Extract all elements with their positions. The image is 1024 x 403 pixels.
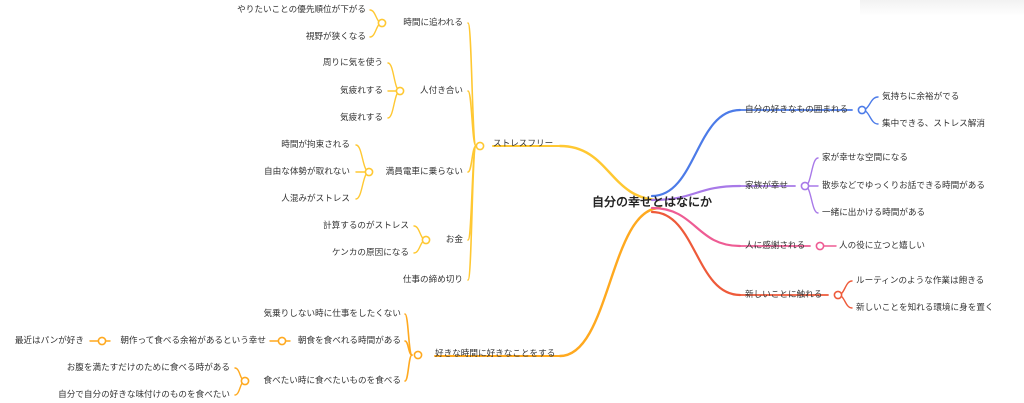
root-topic[interactable]: 自分の幸せとはなにか (592, 195, 713, 209)
choshoku-toggle[interactable] (277, 336, 287, 346)
node-kazoku-c1[interactable]: 家が幸せな空間になる (822, 153, 908, 163)
stressfree-sub-link-2 (467, 90, 477, 147)
node-tabetai-c2[interactable]: 自分で自分の好きな味付けのものを食べたい (58, 390, 230, 400)
node-okane[interactable]: お金 (445, 235, 463, 245)
kazoku-toggle[interactable] (800, 181, 810, 191)
root-to-sukinajikan (558, 206, 662, 358)
hito-toggle[interactable] (395, 86, 405, 96)
node-choshoku-c1c1[interactable]: 最近はパンが好き (14, 336, 84, 346)
node-kinori[interactable]: 気乗りしない時に仕事をしたくない (263, 309, 401, 319)
sukinajikan-toggle[interactable] (413, 350, 423, 360)
node-okane-c2[interactable]: ケンカの原因になる (331, 248, 409, 258)
top-right-shade (860, 0, 1024, 16)
branch-kazoku[interactable]: 家族が幸せ (745, 181, 788, 191)
branch-stressfree[interactable]: ストレスフリー (493, 139, 554, 149)
tabetai-toggle[interactable] (240, 376, 250, 386)
node-kazoku-c3[interactable]: 一緒に出かける時間がある (822, 208, 926, 218)
node-hito-c3[interactable]: 気疲れする (340, 113, 383, 123)
node-jikan[interactable]: 時間に追われる (403, 18, 463, 28)
node-densha[interactable]: 満員電車に乗らない (385, 167, 463, 177)
branch-kansha[interactable]: 人に感謝される (745, 241, 806, 251)
jikan-toggle[interactable] (377, 18, 387, 28)
node-atarashii-c1[interactable]: ルーティンのような作業は飽きる (856, 276, 985, 286)
kansha-toggle[interactable] (815, 241, 825, 251)
kazoku-link-3 (804, 185, 819, 214)
node-kansha-c1[interactable]: 人の役に立つと嬉しい (839, 241, 925, 251)
root-to-atarashii (650, 210, 742, 297)
node-choshoku-c1[interactable]: 朝作って食べる余裕があるという幸せ (120, 336, 266, 346)
hito-link-1 (387, 62, 401, 92)
densha-link-3 (355, 171, 370, 200)
node-densha-c2[interactable]: 自由な体勢が取れない (264, 167, 350, 177)
node-densha-c3[interactable]: 人混みがストレス (281, 194, 350, 204)
hito-link-3 (387, 90, 401, 119)
choshoku-c1-toggle[interactable] (97, 336, 107, 346)
okane-toggle[interactable] (421, 235, 431, 245)
node-densha-c1[interactable]: 時間が拘束される (281, 140, 350, 150)
node-jikan-c1[interactable]: やりたいことの優先順位が下がる (237, 5, 366, 15)
root-to-stressfree (558, 144, 662, 202)
densha-link-1 (355, 144, 370, 173)
node-kakomareru-c1[interactable]: 気持ちに余裕がでる (882, 92, 960, 102)
kakomareru-toggle[interactable] (857, 105, 867, 115)
node-okane-c1[interactable]: 計算するのがストレス (323, 221, 409, 231)
node-choshoku[interactable]: 朝食を食べれる時間がある (297, 336, 401, 346)
root-to-kazoku (650, 184, 742, 202)
stressfree-toggle[interactable] (475, 141, 485, 151)
atarashii-toggle[interactable] (833, 290, 843, 300)
node-jikan-c2[interactable]: 視野が狭くなる (305, 32, 366, 42)
branch-atarashii[interactable]: 新しいことに触れる (745, 290, 823, 300)
node-shime[interactable]: 仕事の締め切り (402, 275, 463, 285)
kazoku-link-1 (804, 157, 819, 187)
node-tabetai[interactable]: 食べたい時に食べたいものを食べる (263, 376, 401, 386)
root-to-kakomareru (650, 108, 742, 198)
branch-kakomareru[interactable]: 自分の好きなもの囲まれる (745, 105, 849, 115)
node-kakomareru-c2[interactable]: 集中できる、ストレス解消 (882, 119, 985, 129)
stressfree-sub-link-5 (467, 145, 477, 281)
node-tabetai-c1[interactable]: お腹を満たすだけのために食べる時がある (66, 363, 230, 373)
densha-toggle[interactable] (364, 167, 374, 177)
sukinajikan-sub-link-3 (404, 354, 413, 382)
node-kazoku-c2[interactable]: 散歩などでゆっくりお話できる時間がある (822, 181, 985, 191)
root-to-kansha (650, 206, 742, 248)
node-hito[interactable]: 人付き合い (420, 86, 463, 96)
node-hito-c2[interactable]: 気疲れする (340, 86, 383, 96)
branch-sukinajikan[interactable]: 好きな時間に好きなことをする (435, 349, 556, 359)
node-hito-c1[interactable]: 周りに気を使う (322, 58, 383, 68)
node-atarashii-c2[interactable]: 新しいことを知れる環境に身を置く (856, 303, 994, 313)
